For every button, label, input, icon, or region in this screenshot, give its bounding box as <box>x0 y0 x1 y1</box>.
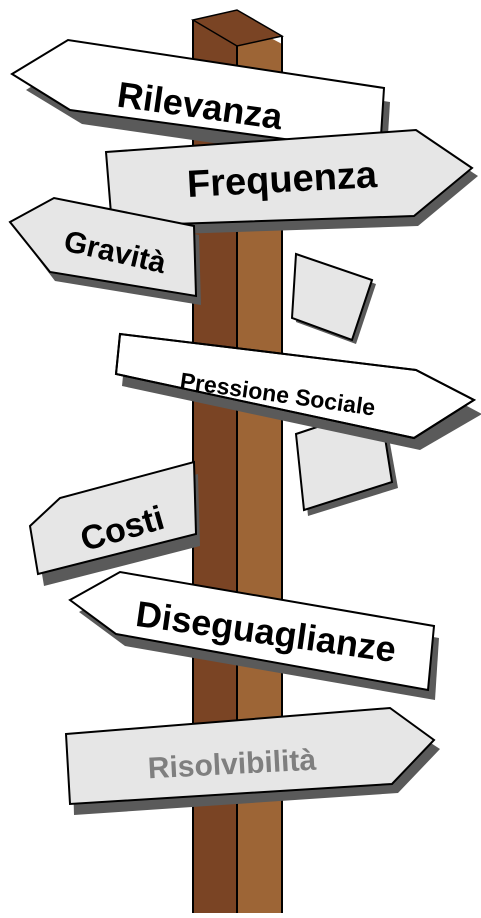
sign-gravita: Gravità <box>8 196 201 305</box>
sign-risolvibilita: Risolvibilità <box>64 706 440 815</box>
sign-frequenza: Frequenza <box>104 128 478 236</box>
sign-gravita-tail <box>290 252 376 344</box>
sign-costi: Costi <box>28 460 200 586</box>
sign-frequenza-label: Frequenza <box>186 154 379 206</box>
sign-diseguaglianze: Diseguaglianze <box>68 570 439 700</box>
signpost-pole <box>190 9 285 913</box>
sign-pressione-sociale: Pressione Sociale <box>114 332 481 450</box>
